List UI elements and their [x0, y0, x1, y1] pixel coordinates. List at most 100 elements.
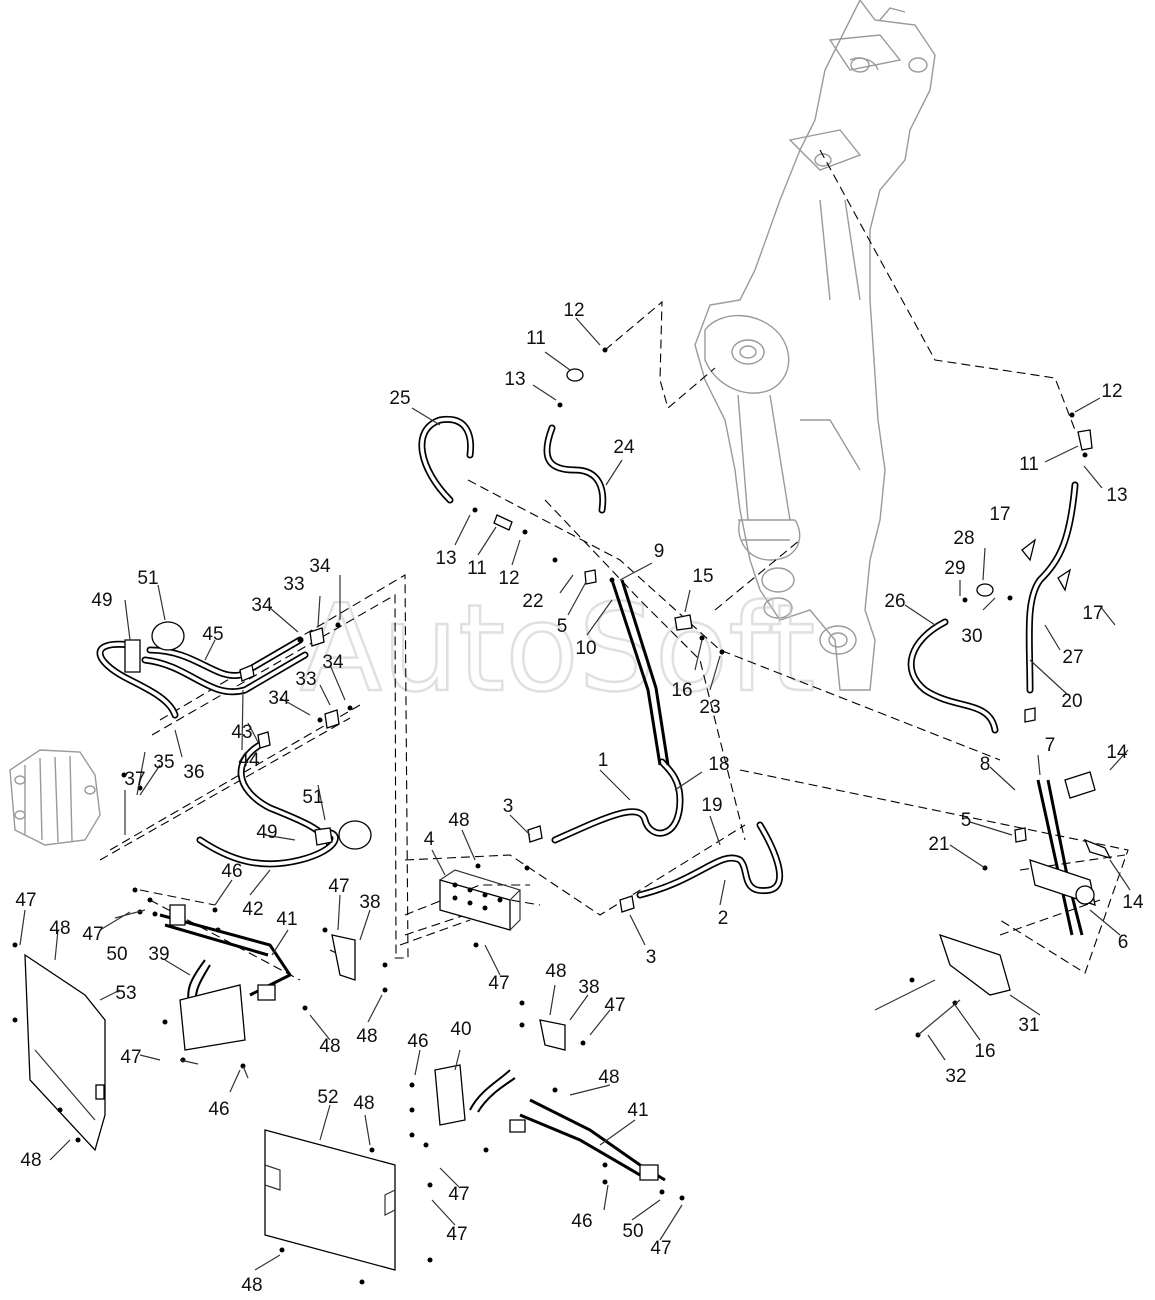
fasteners — [12, 347, 1088, 1285]
callout-13: 13 — [1106, 485, 1127, 506]
callout-31: 31 — [1018, 1015, 1039, 1036]
callout-20: 20 — [1061, 691, 1082, 712]
callout-34: 34 — [251, 595, 273, 616]
callout-47: 47 — [604, 995, 625, 1016]
leader-lines — [19, 317, 1131, 1271]
callout-13: 13 — [504, 369, 525, 390]
callout-47: 47 — [120, 1047, 141, 1068]
callout-19: 19 — [701, 795, 722, 816]
watermark: AutoSoft — [300, 580, 815, 719]
callout-39: 39 — [148, 944, 169, 965]
callout-18: 18 — [708, 754, 729, 775]
callout-5: 5 — [557, 616, 568, 637]
callout-5: 5 — [961, 810, 972, 831]
callout-25: 25 — [389, 388, 410, 409]
callout-12: 12 — [563, 300, 584, 321]
callout-14: 14 — [1122, 892, 1144, 913]
callout-12: 12 — [1101, 381, 1122, 402]
callout-22: 22 — [522, 591, 543, 612]
callout-45: 45 — [202, 624, 223, 645]
callout-34: 34 — [309, 556, 331, 577]
callout-48: 48 — [20, 1150, 41, 1171]
callout-26: 26 — [884, 591, 905, 612]
callout-10: 10 — [575, 638, 596, 659]
callout-48: 48 — [319, 1036, 340, 1057]
callout-23: 23 — [699, 697, 720, 718]
routing-lines — [99, 149, 1129, 981]
callout-41: 41 — [276, 909, 297, 930]
callout-49: 49 — [256, 822, 277, 843]
callout-15: 15 — [692, 566, 713, 587]
callout-7: 7 — [1045, 735, 1056, 756]
callout-16: 16 — [974, 1041, 995, 1062]
callout-48: 48 — [241, 1275, 262, 1296]
callout-11: 11 — [526, 328, 546, 349]
callout-44: 44 — [238, 750, 260, 771]
callout-6: 6 — [1118, 932, 1129, 953]
callout-28: 28 — [953, 528, 974, 549]
callout-3: 3 — [503, 796, 514, 817]
callout-48: 48 — [49, 918, 70, 939]
callout-46: 46 — [208, 1099, 229, 1120]
control-valve — [9, 749, 101, 846]
callout-17: 17 — [1082, 603, 1103, 624]
callout-49: 49 — [91, 590, 112, 611]
callout-47: 47 — [82, 924, 103, 945]
callout-50: 50 — [106, 944, 127, 965]
callout-21: 21 — [928, 834, 949, 855]
callout-1: 1 — [598, 750, 609, 771]
callout-38: 38 — [578, 977, 599, 998]
callout-41: 41 — [627, 1100, 648, 1121]
callout-35: 35 — [153, 752, 174, 773]
parts — [24, 368, 1112, 1271]
callout-8: 8 — [980, 754, 991, 775]
callout-13: 13 — [435, 548, 456, 569]
callout-47: 47 — [15, 890, 36, 911]
callout-4: 4 — [424, 829, 435, 850]
callout-2: 2 — [718, 908, 729, 929]
callout-48: 48 — [356, 1026, 377, 1047]
callout-46: 46 — [571, 1211, 592, 1232]
callout-33: 33 — [295, 669, 316, 690]
callout-27: 27 — [1062, 647, 1083, 668]
callout-9: 9 — [654, 541, 665, 562]
callout-12: 12 — [498, 568, 519, 589]
callout-50: 50 — [622, 1221, 643, 1242]
backhoe-boom-outline — [694, 0, 936, 691]
callout-47: 47 — [650, 1238, 671, 1259]
callout-43: 43 — [231, 722, 252, 743]
callout-42: 42 — [242, 899, 263, 920]
callout-40: 40 — [450, 1019, 471, 1040]
callout-48: 48 — [448, 810, 469, 831]
callout-37: 37 — [124, 769, 145, 790]
callout-36: 36 — [183, 762, 204, 783]
callout-16: 16 — [671, 680, 692, 701]
callout-46: 46 — [221, 861, 242, 882]
callout-32: 32 — [945, 1066, 966, 1087]
callout-53: 53 — [115, 983, 136, 1004]
callout-47: 47 — [328, 876, 349, 897]
callout-3: 3 — [646, 947, 657, 968]
callout-51: 51 — [302, 787, 323, 808]
callout-11: 11 — [467, 558, 487, 579]
callout-14: 14 — [1106, 742, 1128, 763]
callout-38: 38 — [359, 892, 380, 913]
callout-30: 30 — [961, 626, 982, 647]
callout-11: 11 — [1019, 454, 1039, 475]
callout-29: 29 — [944, 558, 965, 579]
callout-51: 51 — [137, 568, 158, 589]
callout-34: 34 — [322, 652, 344, 673]
callout-34: 34 — [268, 688, 290, 709]
callout-47: 47 — [448, 1184, 469, 1205]
callout-46: 46 — [407, 1031, 428, 1052]
callout-47: 47 — [488, 973, 509, 994]
callout-17: 17 — [989, 504, 1010, 525]
callout-48: 48 — [598, 1067, 619, 1088]
callout-24: 24 — [613, 437, 635, 458]
callout-47: 47 — [446, 1224, 467, 1245]
callout-33: 33 — [283, 574, 304, 595]
callout-52: 52 — [317, 1087, 338, 1108]
hoses — [96, 415, 1079, 899]
